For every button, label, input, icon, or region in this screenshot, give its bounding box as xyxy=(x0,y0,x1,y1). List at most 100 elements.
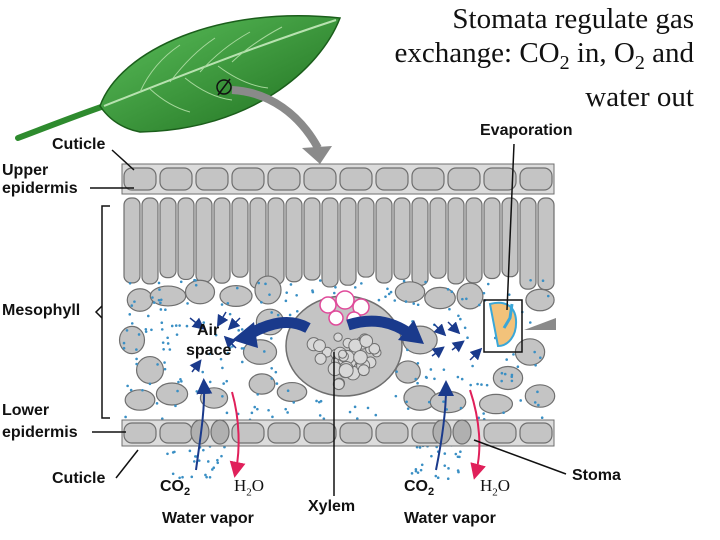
water-vapor-dot xyxy=(163,367,167,371)
water-vapor-dot xyxy=(216,461,220,465)
water-vapor-dot xyxy=(416,303,420,307)
water-vapor-dot xyxy=(528,321,532,324)
lower-epidermis-cell xyxy=(231,422,265,444)
palisade-cell xyxy=(213,197,231,284)
water-vapor-dot xyxy=(377,298,381,302)
upper-epidermis-cell xyxy=(411,167,445,191)
air-space-label-line-2: space xyxy=(186,342,232,359)
water-vapor-dot xyxy=(469,383,472,387)
xylem-cell xyxy=(359,334,374,348)
air-space-arrow-right-head xyxy=(398,320,424,344)
water-vapor-dot xyxy=(151,296,154,299)
upper-epidermis-band xyxy=(121,163,555,195)
water-vapor-dot xyxy=(393,299,397,302)
water-vapor-dot xyxy=(366,406,370,410)
water-vapor-dot xyxy=(427,400,431,404)
water-vapor-dot xyxy=(181,475,184,479)
water-vapor-dot xyxy=(503,372,507,376)
water-vapor-dot xyxy=(355,417,359,420)
water-vapor-dot xyxy=(295,309,299,313)
water-vapor-dot xyxy=(126,384,129,388)
water-vapor-dot xyxy=(160,328,164,331)
palisade-cell xyxy=(483,197,501,280)
water-vapor-dot xyxy=(416,471,420,474)
spongy-cell xyxy=(478,393,514,415)
mesophyll-bracket xyxy=(101,205,110,419)
water-vapor-dot xyxy=(275,382,279,385)
water-vapor-dot xyxy=(429,368,433,371)
water-vapor-dot xyxy=(442,368,446,371)
water-vapor-dot xyxy=(471,364,474,368)
upper-epidermis-cell xyxy=(267,167,301,191)
water-vapor-dot xyxy=(315,399,318,403)
palisade-cell xyxy=(375,197,393,284)
palisade-cell xyxy=(249,197,267,289)
water-vapor-dot xyxy=(436,476,440,480)
water-vapor-dot xyxy=(264,282,267,286)
water-vapor-dot xyxy=(257,281,261,285)
water-vapor-dot xyxy=(295,293,298,297)
water-vapor-dot xyxy=(270,311,273,314)
palisade-cell xyxy=(465,197,483,284)
water-vapor-dot xyxy=(360,282,363,285)
water-vapor-dot xyxy=(190,475,194,479)
water-vapor-dot xyxy=(161,341,165,344)
water-vapor-dot xyxy=(460,377,464,381)
spongy-cell xyxy=(492,365,524,391)
palisade-cell xyxy=(519,197,537,290)
water-vapor-dot xyxy=(159,308,163,311)
co2-right-text: CO xyxy=(404,478,428,495)
water-vapor-dot xyxy=(270,377,274,380)
xylem-cells xyxy=(306,332,382,391)
water-vapor-dot xyxy=(414,469,418,473)
spongy-cell xyxy=(155,382,189,406)
spongy-cell xyxy=(254,275,282,305)
stoma-label: Stoma xyxy=(572,467,621,484)
water-vapor-dot xyxy=(159,298,163,302)
gray-side-pointer xyxy=(524,318,556,330)
water-vapor-dot xyxy=(168,348,172,351)
water-vapor-dot xyxy=(270,366,273,370)
lower-epidermis-cell xyxy=(375,422,409,444)
water-vapor-dot xyxy=(256,393,260,396)
palisade-cell xyxy=(159,197,177,279)
water-vapor-dot xyxy=(448,307,451,311)
spongy-cell xyxy=(424,286,456,310)
air-space-label-line-1: Air xyxy=(197,322,220,339)
upper-epidermis-cell xyxy=(519,167,553,191)
water-vapor-dot xyxy=(405,400,408,404)
palisade-cell xyxy=(321,197,339,288)
water-vapor-dot xyxy=(226,301,230,305)
palisade-cell xyxy=(123,197,141,284)
title-line-2: exchange: CO2 in, O2 and xyxy=(294,36,694,80)
water-vapor-left-label: Water vapor xyxy=(162,510,254,527)
water-vapor-dot xyxy=(220,454,223,458)
water-vapor-dot xyxy=(284,407,287,411)
water-vapor-dot xyxy=(226,351,230,355)
water-vapor-dot xyxy=(201,370,205,374)
mesophyll-label: Mesophyll xyxy=(2,302,81,319)
water-vapor-dot xyxy=(463,326,467,330)
water-vapor-dot xyxy=(260,301,263,304)
water-vapor-dot xyxy=(414,467,418,471)
upper-epidermis-cell xyxy=(375,167,409,191)
water-vapor-dot xyxy=(420,463,424,467)
water-vapor-dot xyxy=(129,388,133,392)
water-vapor-dot xyxy=(170,324,174,328)
guard-cell xyxy=(452,419,472,445)
water-vapor-dot xyxy=(166,452,169,456)
water-vapor-dot xyxy=(286,411,289,414)
water-vapor-dot xyxy=(192,460,196,463)
water-vapor-dot xyxy=(502,411,505,415)
water-vapor-dot xyxy=(434,474,438,478)
water-vapor-dot xyxy=(208,380,212,384)
water-vapor-dot xyxy=(424,280,427,284)
water-vapor-dot xyxy=(284,299,288,303)
palisade-cell xyxy=(537,197,555,291)
water-vapor-dot xyxy=(410,472,414,475)
spongy-cell xyxy=(184,279,216,305)
water-vapor-dot xyxy=(135,348,138,351)
upper-epidermis-cell xyxy=(195,167,229,191)
